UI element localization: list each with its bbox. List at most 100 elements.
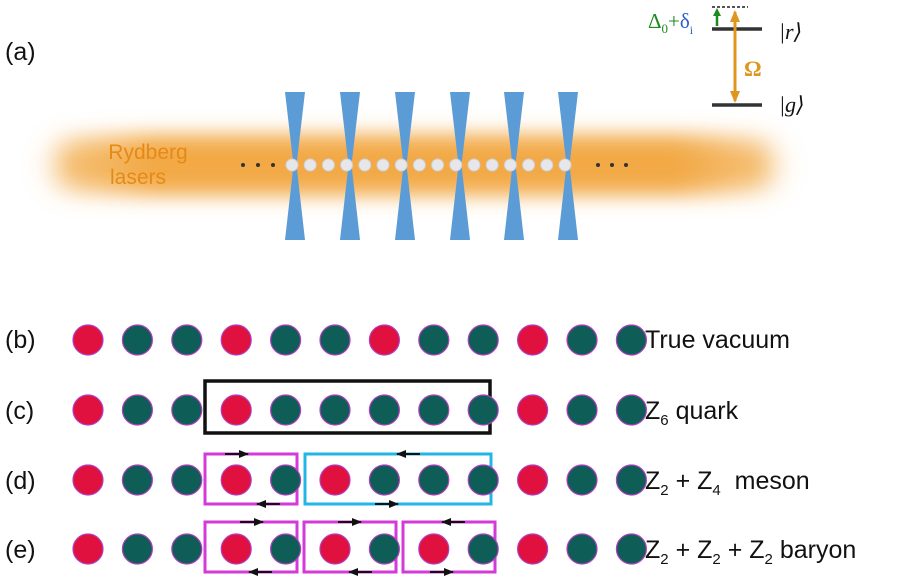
trapped-atom bbox=[285, 158, 299, 172]
ground-atom bbox=[368, 533, 400, 565]
label-text: baryon bbox=[773, 536, 856, 564]
ground-atom bbox=[467, 324, 499, 356]
ground-atom bbox=[566, 464, 598, 496]
panel-label-d: (d) bbox=[5, 467, 36, 495]
ground-atom bbox=[171, 394, 203, 426]
plus: + bbox=[669, 467, 698, 495]
trapped-atom bbox=[376, 158, 390, 172]
level-scheme bbox=[712, 6, 762, 107]
rydberg-atom bbox=[516, 324, 549, 356]
detuning-label: Δ0+δi bbox=[648, 9, 694, 37]
ground-atom bbox=[121, 533, 153, 565]
row-label-true-vacuum: True vacuum bbox=[645, 326, 790, 354]
ground-atom bbox=[270, 464, 302, 496]
ground-state-label: |g⟩ bbox=[779, 92, 805, 117]
panel-label-a: (a) bbox=[5, 38, 36, 66]
trapped-atom bbox=[431, 158, 445, 172]
ground-atom bbox=[171, 533, 203, 565]
z-subscript: 2 bbox=[660, 551, 668, 568]
trapped-atom bbox=[449, 158, 463, 172]
rydberg-atom bbox=[319, 533, 351, 565]
trapped-atom bbox=[358, 158, 372, 172]
ground-atom bbox=[615, 324, 648, 356]
ground-atom bbox=[418, 394, 450, 426]
z-subscript: 2 bbox=[712, 551, 720, 568]
rydberg-atom bbox=[72, 324, 104, 356]
ground-atom bbox=[566, 324, 598, 356]
trapped-atom bbox=[540, 158, 554, 172]
rydberg-atom bbox=[220, 324, 252, 356]
plus: + bbox=[669, 536, 698, 564]
trapped-atom bbox=[522, 158, 536, 172]
rydberg-atom bbox=[418, 533, 450, 565]
ground-atom bbox=[467, 464, 499, 496]
rydberg-atom bbox=[220, 464, 252, 496]
z-symbol: Z bbox=[645, 467, 660, 495]
ground-atom bbox=[615, 464, 648, 496]
z-subscript: 6 bbox=[660, 412, 668, 429]
delta-i-sub: i bbox=[690, 23, 694, 37]
label-text: quark bbox=[669, 397, 739, 425]
ground-atom bbox=[615, 394, 648, 426]
rydberg-atom bbox=[516, 533, 549, 565]
z-subscript: 2 bbox=[765, 551, 773, 568]
plus: + bbox=[721, 536, 750, 564]
z-subscript: 4 bbox=[712, 482, 720, 499]
ellipsis-dot bbox=[610, 163, 614, 167]
trapped-atom bbox=[467, 158, 481, 172]
rydberg-atom bbox=[220, 533, 252, 565]
label-text: meson bbox=[721, 467, 810, 495]
rydberg-atom bbox=[72, 394, 104, 426]
laser-label-line1: Rydberg bbox=[108, 141, 187, 164]
ground-atom bbox=[467, 533, 499, 565]
z-symbol: Z bbox=[697, 467, 712, 495]
z-symbol: Z bbox=[645, 536, 660, 564]
rydberg-state-label: |r⟩ bbox=[779, 19, 802, 44]
ground-atom bbox=[319, 324, 351, 356]
ground-atom bbox=[171, 464, 203, 496]
ellipsis-dot bbox=[624, 163, 628, 167]
ground-atom bbox=[171, 324, 203, 356]
trapped-atom bbox=[340, 158, 354, 172]
ground-atom bbox=[270, 394, 302, 426]
ellipsis-dot bbox=[271, 163, 275, 167]
ground-atom bbox=[121, 394, 153, 426]
rydberg-atom bbox=[516, 464, 549, 496]
ground-atom bbox=[270, 533, 302, 565]
ground-atom bbox=[270, 324, 302, 356]
row-label-meson: Z2 + Z4 meson bbox=[645, 467, 810, 499]
rydberg-atom bbox=[72, 464, 104, 496]
delta0-sub: 0 bbox=[662, 21, 669, 36]
ground-atom bbox=[368, 394, 400, 426]
panel-label-e: (e) bbox=[5, 536, 36, 564]
ellipsis-dot bbox=[256, 163, 260, 167]
ground-atom bbox=[615, 533, 648, 565]
atom-rows bbox=[72, 324, 648, 565]
rydberg-atom bbox=[368, 324, 400, 356]
ground-atom bbox=[368, 464, 400, 496]
rydberg-atom bbox=[72, 533, 104, 565]
z-symbol: Z bbox=[645, 397, 660, 425]
rydberg-atom bbox=[516, 394, 549, 426]
rydberg-atom bbox=[220, 394, 252, 426]
panel-label-b: (b) bbox=[5, 326, 36, 354]
trapped-atom bbox=[485, 158, 499, 172]
ground-atom bbox=[121, 324, 153, 356]
trapped-atom bbox=[558, 158, 572, 172]
z-subscript: 2 bbox=[660, 482, 668, 499]
row-label-z6-quark: Z6 quark bbox=[645, 397, 739, 429]
trapped-atom bbox=[503, 158, 517, 172]
trapped-atom-chain bbox=[241, 158, 628, 172]
ground-atom bbox=[319, 394, 351, 426]
ellipsis-dot bbox=[596, 163, 600, 167]
trapped-atom bbox=[303, 158, 317, 172]
ground-atom bbox=[566, 394, 598, 426]
trapped-atom bbox=[394, 158, 408, 172]
rydberg-atom bbox=[319, 464, 351, 496]
ground-atom bbox=[467, 394, 499, 426]
ground-atom bbox=[121, 464, 153, 496]
z-symbol: Z bbox=[697, 536, 712, 564]
laser-label-line2: lasers bbox=[110, 166, 166, 189]
trapped-atom bbox=[321, 158, 335, 172]
